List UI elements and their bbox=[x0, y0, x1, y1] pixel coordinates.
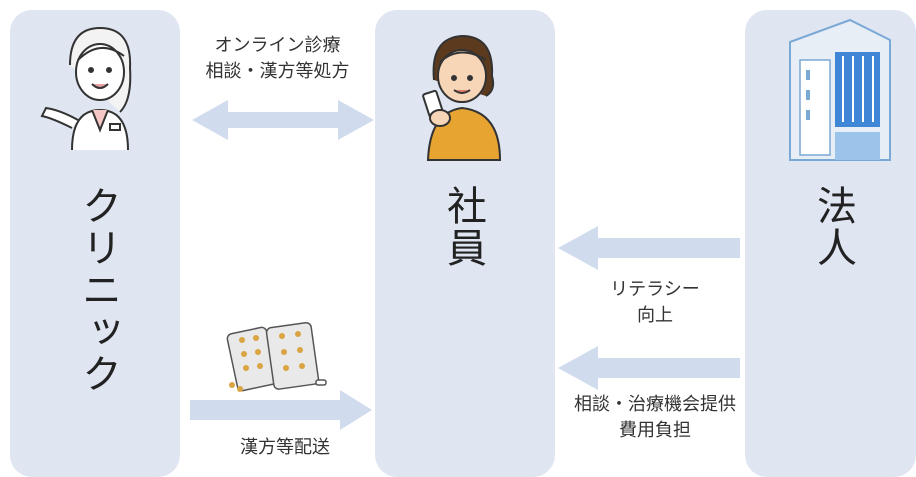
corporation-label: 法人 bbox=[810, 185, 856, 269]
consultation-label: オンライン診療 相談・漢方等処方 bbox=[185, 33, 370, 85]
cost-line2: 費用負担 bbox=[619, 420, 691, 441]
doctor-illustration bbox=[40, 26, 132, 151]
shipping-label: 漢方等配送 bbox=[240, 437, 330, 458]
phone-user-illustration bbox=[422, 34, 502, 161]
diagram-graphics bbox=[40, 18, 891, 430]
arrow-shipping bbox=[190, 390, 372, 430]
literacy-line1: リテラシー bbox=[610, 279, 700, 300]
building-illustration bbox=[789, 18, 891, 161]
consultation-line2: 相談・漢方等処方 bbox=[205, 61, 350, 82]
consultation-line1: オンライン診療 bbox=[214, 35, 341, 56]
clinic-label: クリニック bbox=[75, 185, 121, 395]
literacy-label: リテラシー 向上 bbox=[575, 277, 735, 329]
arrow-literacy bbox=[558, 226, 740, 270]
literacy-line2: 向上 bbox=[637, 305, 673, 326]
employee-label: 社員 bbox=[440, 185, 486, 269]
medicine-pills-illustration bbox=[226, 321, 327, 392]
cost-label: 相談・治療機会提供 費用負担 bbox=[555, 392, 755, 444]
double-arrow bbox=[192, 100, 374, 140]
cost-line1: 相談・治療機会提供 bbox=[574, 394, 736, 415]
arrow-cost bbox=[558, 346, 740, 390]
